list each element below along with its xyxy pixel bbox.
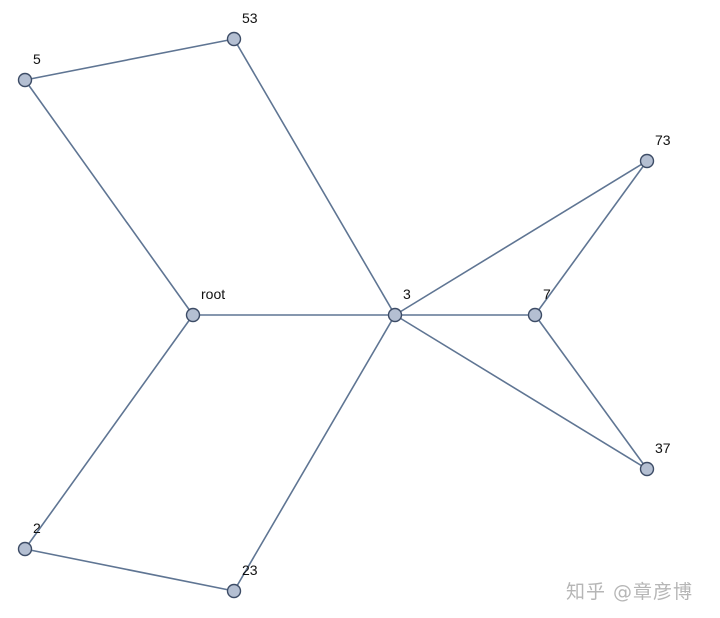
node-53: 53	[226, 10, 258, 47]
node-root: root	[185, 286, 225, 323]
edge-5-root	[24, 79, 194, 316]
node-label: 37	[655, 440, 671, 456]
edge-7-37	[534, 314, 648, 470]
node-label: 5	[33, 51, 41, 67]
node-2: 2	[17, 520, 41, 557]
node-label: 7	[543, 286, 551, 302]
node-label: 2	[33, 520, 41, 536]
node-circle	[387, 307, 403, 323]
graph-edges	[24, 38, 648, 592]
node-37: 37	[639, 440, 671, 477]
node-label: root	[201, 286, 225, 302]
node-7: 7	[527, 286, 551, 323]
edge-2-23	[24, 548, 235, 592]
edge-3-73	[394, 160, 648, 316]
edge-3-37	[394, 314, 648, 470]
node-circle	[17, 541, 33, 557]
node-label: 23	[242, 562, 258, 578]
edge-root-2	[24, 314, 194, 550]
edge-53-3	[233, 38, 396, 316]
node-circle	[527, 307, 543, 323]
edge-7-73	[534, 160, 648, 316]
node-3: 3	[387, 286, 411, 323]
node-label: 73	[655, 132, 671, 148]
node-circle	[226, 583, 242, 599]
node-circle	[639, 461, 655, 477]
edge-23-3	[233, 314, 396, 592]
node-label: 53	[242, 10, 258, 26]
node-5: 5	[17, 51, 41, 88]
node-circle	[226, 31, 242, 47]
node-73: 73	[639, 132, 671, 169]
node-label: 3	[403, 286, 411, 302]
node-circle	[639, 153, 655, 169]
node-circle	[17, 72, 33, 88]
node-23: 23	[226, 562, 258, 599]
watermark: 知乎 @章彦博	[566, 581, 694, 603]
edge-5-53	[24, 38, 235, 81]
node-circle	[185, 307, 201, 323]
